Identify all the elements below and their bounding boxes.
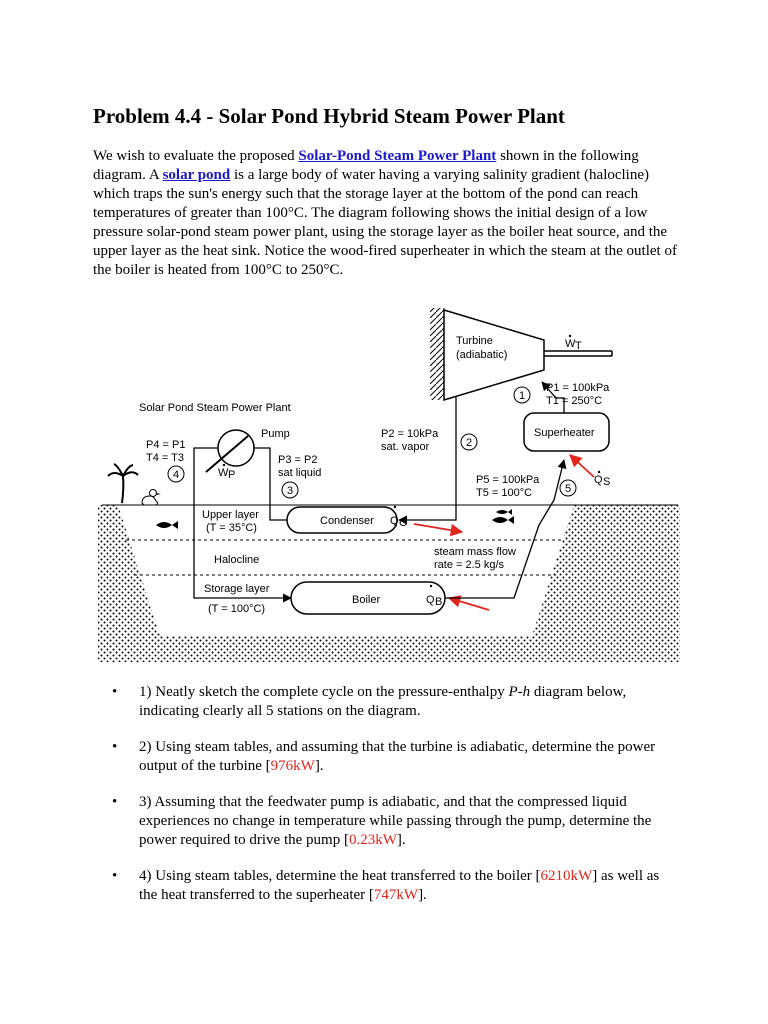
svg-text:W: W: [218, 467, 229, 479]
answer-superheater-heat: 747kW: [373, 887, 419, 903]
station-4-temp: T4 = T3: [146, 452, 184, 464]
station-1-pressure: P1 = 100kPa: [546, 382, 610, 394]
svg-text:Q: Q: [426, 594, 435, 606]
turbine-work-label: W T: [565, 334, 582, 352]
condenser-heat-label: Q C: [390, 505, 407, 529]
fish-icon: [156, 521, 178, 529]
palm-tree-icon: [107, 463, 139, 504]
intro-text-2: shown in the following diagram. A: [93, 148, 639, 183]
svg-text:1: 1: [519, 390, 525, 402]
mass-flow-label: steam mass flow: [434, 546, 516, 558]
flow-pump-to-boiler: [193, 447, 292, 603]
svg-text:Q: Q: [594, 474, 603, 486]
fish-icon: [492, 516, 514, 524]
boiler-heat-label: Q B: [426, 584, 442, 608]
station-2-pressure: P2 = 10kPa: [381, 428, 439, 440]
diagram-title: Solar Pond Steam Power Plant: [139, 402, 291, 414]
intro-text-1: We wish to evaluate the proposed: [93, 148, 299, 164]
svg-text:3: 3: [287, 485, 293, 497]
station-5-marker: [559, 479, 577, 497]
pump: [217, 429, 255, 467]
superheater-heat-label: Q S: [594, 470, 610, 488]
svg-text:2: 2: [466, 437, 472, 449]
station-5-pressure: P5 = 100kPa: [476, 474, 540, 486]
svg-text:P: P: [228, 469, 235, 481]
svg-text:4: 4: [173, 469, 179, 481]
bullet-icon: •: [112, 739, 118, 755]
condenser-label: Condenser: [320, 515, 374, 527]
fish-icon: [496, 509, 512, 515]
superheater-heat-arrow: [569, 454, 595, 478]
turbine-note: (adiabatic): [456, 349, 507, 361]
svg-text:T: T: [575, 340, 582, 352]
mass-flow-value: rate = 2.5 kg/s: [434, 559, 505, 571]
station-3-state: sat liquid: [278, 467, 321, 479]
flow-superheater-to-turbine: [541, 381, 565, 413]
answer-turbine-power: 976kW: [270, 758, 315, 774]
svg-text:Q: Q: [390, 515, 399, 527]
question-4: •4) Using steam tables, determine the he…: [112, 868, 660, 903]
answer-boiler-heat: 6210kW: [540, 868, 593, 884]
station-1-temp: T1 = 250°C: [546, 395, 602, 407]
station-4-pressure: P4 = P1: [146, 439, 185, 451]
turbine-wall: [430, 308, 444, 400]
upper-layer-temp: (T = 35°C): [206, 522, 257, 534]
superheater-label: Superheater: [534, 427, 595, 439]
flow-condenser-to-pump: [245, 443, 287, 521]
power-plant-diagram: Turbine (adiabatic) W T Superheater 1 P1…: [98, 308, 680, 662]
storage-layer-label: Storage layer: [204, 583, 270, 595]
answer-pump-power: 0.23kW: [348, 832, 397, 848]
turbine-body: [443, 308, 545, 402]
question-1: •1) Neatly sketch the complete cycle on …: [112, 684, 627, 719]
duck-icon: [141, 489, 161, 506]
question-list: •1) Neatly sketch the complete cycle on …: [112, 683, 672, 922]
pump-label: Pump: [261, 428, 290, 440]
station-2-state: sat. vapor: [381, 441, 430, 453]
solar-pond-link[interactable]: solar pond: [162, 167, 231, 183]
boiler-label: Boiler: [352, 594, 380, 606]
station-3-marker: [281, 481, 299, 499]
turbine-label: Turbine: [456, 335, 493, 347]
svg-text:B: B: [435, 596, 442, 608]
svg-text:C: C: [399, 517, 407, 529]
station-1-marker: [513, 386, 531, 404]
station-3-pressure: P3 = P2: [278, 454, 317, 466]
station-4-marker: [167, 465, 185, 483]
station-5-temp: T5 = 100°C: [476, 487, 532, 499]
upper-layer-label: Upper layer: [202, 509, 259, 521]
pump-shaft: [205, 435, 249, 473]
bullet-icon: •: [112, 684, 118, 700]
station-2-marker: [460, 433, 478, 451]
condenser-heat-arrow: [413, 523, 464, 537]
page-title: Problem 4.4 - Solar Pond Hybrid Steam Po…: [93, 104, 565, 128]
question-3: •3) Assuming that the feedwater pump is …: [112, 794, 652, 848]
svg-text:5: 5: [565, 483, 571, 495]
storage-layer-temp: (T = 100°C): [208, 603, 265, 615]
bullet-icon: •: [112, 868, 118, 884]
halocline-label: Halocline: [214, 554, 259, 566]
svg-text:W: W: [565, 338, 576, 350]
bullet-icon: •: [112, 794, 118, 810]
svg-text:S: S: [603, 476, 610, 488]
flow-boiler-to-superheater: [445, 459, 567, 599]
pump-work-label: W P: [218, 463, 235, 481]
flow-turbine-to-condenser: [399, 397, 457, 520]
solar-pond-plant-link[interactable]: Solar-Pond Steam Power Plant: [298, 148, 497, 164]
superheater: [523, 412, 610, 452]
intro-text-3: is a large body of water having a varyin…: [93, 167, 677, 278]
boiler-heat-arrow: [447, 595, 490, 611]
intro-paragraph: We wish to evaluate the proposed Solar-P…: [93, 147, 683, 280]
question-2: •2) Using steam tables, and assuming tha…: [112, 739, 656, 774]
